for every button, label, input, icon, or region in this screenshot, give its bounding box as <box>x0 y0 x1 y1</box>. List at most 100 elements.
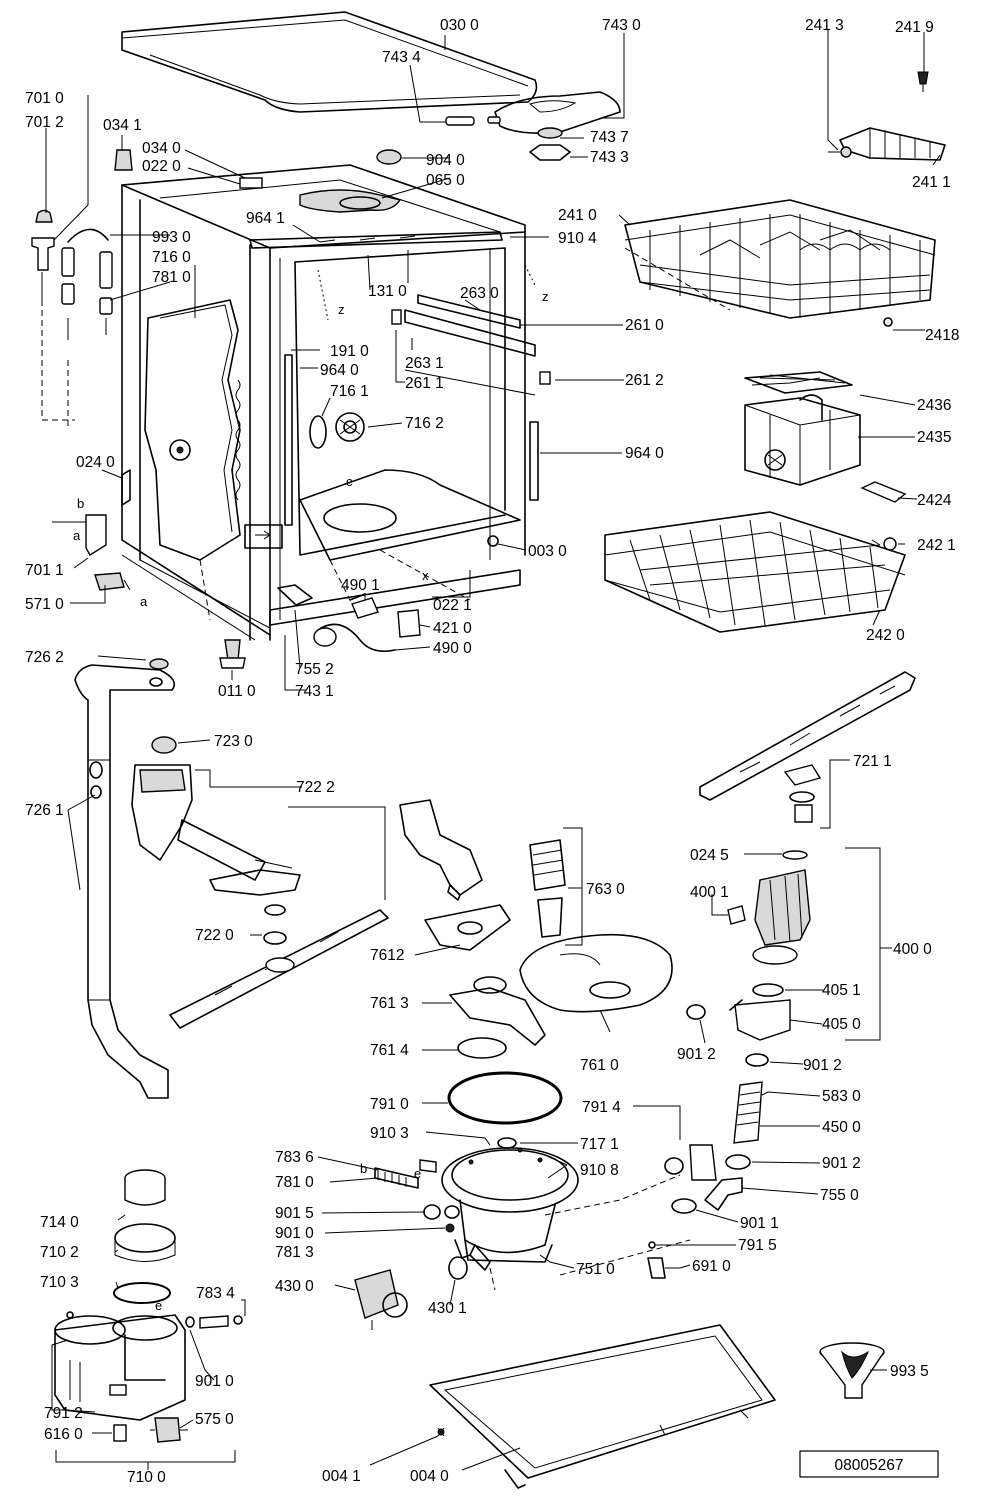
part-label: 191 0 <box>330 343 369 360</box>
part-label: 430 1 <box>428 1300 467 1317</box>
part-label: 964 1 <box>246 210 285 227</box>
part-label: 910 3 <box>370 1125 409 1142</box>
part-label: 722 0 <box>195 927 234 944</box>
part-label: 241 0 <box>558 207 597 224</box>
callout-letter: x <box>422 568 429 583</box>
part-label: 004 0 <box>410 1468 449 1485</box>
part-label: 783 4 <box>196 1285 235 1302</box>
part-label: 261 1 <box>405 375 444 392</box>
part-label: 241 9 <box>895 19 934 36</box>
part-label: 763 0 <box>586 881 625 898</box>
part-label: 261 2 <box>625 372 664 389</box>
part-label: 723 0 <box>214 733 253 750</box>
electrical-parts <box>219 584 421 669</box>
part-label: 405 1 <box>822 982 861 999</box>
part-label: 241 3 <box>805 17 844 34</box>
part-label: 7612 <box>370 947 404 964</box>
part-label: 710 0 <box>127 1469 166 1486</box>
part-label: 003 0 <box>528 543 567 560</box>
part-label: 710 2 <box>40 1244 79 1261</box>
part-label: 261 0 <box>625 317 664 334</box>
part-label: 701 1 <box>25 562 64 579</box>
part-label: 755 0 <box>820 1187 859 1204</box>
part-label: 024 0 <box>76 454 115 471</box>
part-label: 263 1 <box>405 355 444 372</box>
part-label: 034 0 <box>142 140 181 157</box>
document-number: 08005267 <box>835 1457 904 1474</box>
part-label: 022 0 <box>142 158 181 175</box>
upper-spray-arm-721 <box>699 671 916 823</box>
part-label: 901 2 <box>822 1155 861 1172</box>
deflector-plate-part <box>494 91 621 134</box>
part-label: 743 4 <box>382 49 421 66</box>
sump-and-filter-761 <box>399 799 673 1125</box>
part-label: 761 0 <box>580 1057 619 1074</box>
part-label: 691 0 <box>692 1258 731 1275</box>
part-label: 761 3 <box>370 995 409 1012</box>
part-label: 783 6 <box>275 1149 314 1166</box>
part-label: 2424 <box>917 492 952 509</box>
part-label: 400 1 <box>690 884 729 901</box>
part-label: 065 0 <box>426 172 465 189</box>
cabinet-frame <box>121 149 551 641</box>
part-label: 993 5 <box>890 1363 929 1380</box>
part-labels: 030 0 743 0 241 3 241 9 743 4 743 7 743 … <box>25 17 959 1486</box>
part-label: 993 0 <box>152 229 191 246</box>
part-label: 490 1 <box>341 577 380 594</box>
part-label: 2436 <box>917 397 951 414</box>
callout-letter: b <box>77 496 84 511</box>
callout-letter: a <box>73 528 81 543</box>
part-label: 964 0 <box>625 445 664 462</box>
part-label: 030 0 <box>440 17 479 34</box>
callout-letter: c <box>346 474 353 489</box>
part-label: 701 0 <box>25 90 64 107</box>
cutlery-basket <box>744 371 861 486</box>
part-label: 716 1 <box>330 383 369 400</box>
callout-letter: z <box>338 302 345 317</box>
part-label: 726 2 <box>25 649 64 666</box>
leader-lines <box>45 30 941 1471</box>
callout-letter: b <box>360 1161 367 1176</box>
part-label: 405 0 <box>822 1016 861 1033</box>
part-label: 131 0 <box>368 283 407 300</box>
top-cover-part <box>121 11 538 113</box>
part-label: 022 1 <box>433 597 472 614</box>
part-label: 430 0 <box>275 1278 314 1295</box>
lower-basket <box>604 511 906 633</box>
part-label: 964 0 <box>320 362 359 379</box>
part-label: 450 0 <box>822 1119 861 1136</box>
part-label: 421 0 <box>433 620 472 637</box>
part-label: 004 1 <box>322 1468 361 1485</box>
part-label: 024 5 <box>690 847 729 864</box>
part-label: 743 0 <box>602 17 641 34</box>
callout-letter: a <box>140 594 148 609</box>
part-label: 721 1 <box>853 753 892 770</box>
part-label: 2418 <box>925 327 959 344</box>
salt-funnel-993 <box>819 1342 885 1399</box>
part-label: 726 1 <box>25 802 64 819</box>
part-label: 781 3 <box>275 1244 314 1261</box>
part-label: 791 5 <box>738 1237 777 1254</box>
rail-stop-part <box>860 481 907 503</box>
part-label: 242 1 <box>917 537 956 554</box>
part-label: 904 0 <box>426 152 465 169</box>
part-label: 714 0 <box>40 1214 79 1231</box>
part-label: 743 7 <box>590 129 629 146</box>
top-cover-group <box>121 11 621 161</box>
left-hose-assembly <box>31 149 133 591</box>
part-label: 901 5 <box>275 1205 314 1222</box>
part-label: 701 2 <box>25 114 64 131</box>
part-label: 901 0 <box>275 1225 314 1242</box>
sump-751 <box>354 1137 681 1330</box>
part-label: 791 0 <box>370 1096 409 1113</box>
part-label: 571 0 <box>25 596 64 613</box>
part-label: 791 4 <box>582 1099 621 1116</box>
part-label: 910 4 <box>558 230 597 247</box>
part-label: 716 2 <box>405 415 444 432</box>
part-label: 583 0 <box>822 1088 861 1105</box>
upper-basket <box>624 71 946 327</box>
salt-container-710 <box>54 1169 243 1443</box>
part-label: 034 1 <box>103 117 142 134</box>
part-label: 761 4 <box>370 1042 409 1059</box>
